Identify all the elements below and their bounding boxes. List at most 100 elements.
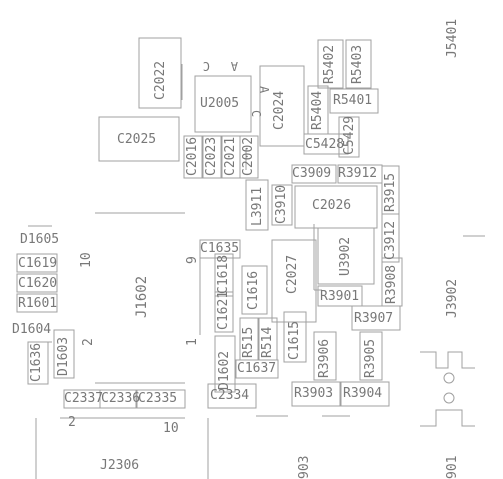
label-c2023: C2023: [204, 136, 219, 176]
label-j3902: J3902: [445, 278, 460, 318]
outline-c2016: [183, 135, 203, 179]
pin-2-bottom: 2: [68, 415, 76, 430]
label-r514: R514: [260, 326, 275, 358]
label-r3904: R3904: [343, 386, 383, 401]
label-j1602: J1602: [134, 275, 150, 318]
outline-r3906: [313, 331, 337, 381]
label-c2334: C2334: [210, 388, 250, 403]
outline-r5403: [345, 39, 372, 89]
label-c2024: C2024: [272, 90, 287, 130]
label-r3906: R3906: [317, 338, 332, 378]
label-c2025: C2025: [117, 132, 157, 147]
outline-r3903: [291, 381, 341, 407]
label-d1604: D1604: [12, 322, 52, 337]
outline-u2005: [194, 75, 252, 133]
label-c2027: C2027: [285, 254, 300, 294]
outline-c2335: [136, 389, 186, 409]
outline-c2334: [207, 383, 257, 409]
outline-r5401: [329, 88, 379, 114]
outline-c2002: [239, 135, 259, 179]
outline-c2023: [202, 135, 222, 179]
label-c1616: C1616: [246, 270, 261, 310]
label-d1603: D1603: [56, 336, 71, 376]
outline-c2025: [98, 116, 180, 162]
label-c2002: C2002: [241, 136, 256, 176]
outline-c1615: [283, 311, 307, 363]
label-r5401: R5401: [333, 93, 373, 108]
label-c5429: C5429: [342, 115, 357, 155]
label-r3907: R3907: [354, 311, 394, 326]
label-d1602: D1602: [217, 350, 232, 390]
outline-c1637: [235, 359, 279, 379]
outline-r3904: [340, 381, 390, 407]
outline-c2027: [271, 239, 317, 323]
polarity-c-mark: C: [202, 59, 210, 73]
label-901: 901: [445, 455, 460, 479]
label-c1620: C1620: [18, 276, 58, 291]
pin-1: 1: [185, 338, 200, 346]
outline-r3901: [317, 285, 363, 307]
j3902-hole-2: [443, 392, 455, 404]
label-r515: R515: [241, 326, 256, 358]
label-c2335: C2335: [138, 391, 178, 406]
outline-c1620: [16, 273, 58, 293]
outline-c3912: [381, 213, 400, 263]
label-c1618: C1618: [216, 254, 231, 294]
label-r3901: R3901: [320, 289, 360, 304]
label-c3912: C3912: [383, 220, 398, 260]
outline-c2022: [138, 37, 182, 109]
label-c1636: C1636: [29, 342, 44, 382]
label-c1635: C1635: [200, 241, 240, 256]
outline-l3911: [245, 179, 269, 231]
pin-9: 9: [185, 256, 200, 264]
label-r3915: R3915: [383, 172, 398, 212]
label-r3912: R3912: [338, 166, 378, 181]
label-903: 903: [297, 455, 312, 479]
outline-c1635: [199, 239, 241, 259]
outline-c1621: [214, 291, 234, 333]
label-c2337: C2337: [64, 391, 104, 406]
label-c3909: C3909: [292, 166, 332, 181]
label-j5401: J5401: [445, 18, 460, 58]
label-c1619: C1619: [18, 256, 58, 271]
outline-u3902: [317, 227, 375, 285]
outline-r5402: [317, 39, 344, 89]
outline-j3902: [420, 351, 475, 369]
label-r5403: R5403: [350, 44, 365, 84]
label-r3903: R3903: [294, 386, 334, 401]
outline-r3905: [359, 331, 383, 381]
label-c3910: C3910: [274, 184, 289, 224]
label-j2306: J2306: [100, 458, 140, 473]
pin-2-left: 2: [81, 338, 96, 346]
label-u3902: U3902: [338, 236, 353, 276]
pin-10-bottom: 10: [163, 421, 179, 436]
outline-c2336: [99, 389, 137, 409]
label-c2016: C2016: [185, 136, 200, 176]
outline-c5428: [303, 133, 349, 155]
label-c1621: C1621: [216, 290, 231, 330]
polarity-c-mirror: C: [249, 110, 263, 118]
outline-c1619: [16, 253, 58, 273]
outline-r1601: [16, 293, 58, 313]
label-r1601: R1601: [18, 296, 58, 311]
label-r5402: R5402: [322, 44, 337, 84]
outline-c1616: [241, 265, 268, 315]
label-l3911: L3911: [250, 186, 265, 226]
label-r3908: R3908: [384, 264, 399, 304]
outline-d1603: [53, 329, 75, 379]
label-c2021: C2021: [223, 136, 238, 176]
outline-r3907: [351, 305, 401, 331]
label-c1615: C1615: [287, 320, 302, 360]
label-r3905: R3905: [363, 338, 378, 378]
label-c2022: C2022: [153, 60, 168, 100]
outline-c2024: [259, 65, 305, 147]
outline-d1602: [214, 335, 236, 393]
outline-c5429: [338, 116, 360, 158]
label-r5404: R5404: [310, 90, 325, 130]
j3902-hole-1: [443, 372, 455, 384]
outline-c3910: [271, 184, 293, 226]
label-u2005: U2005: [200, 96, 240, 111]
polarity-a-mirror: A: [257, 86, 271, 94]
